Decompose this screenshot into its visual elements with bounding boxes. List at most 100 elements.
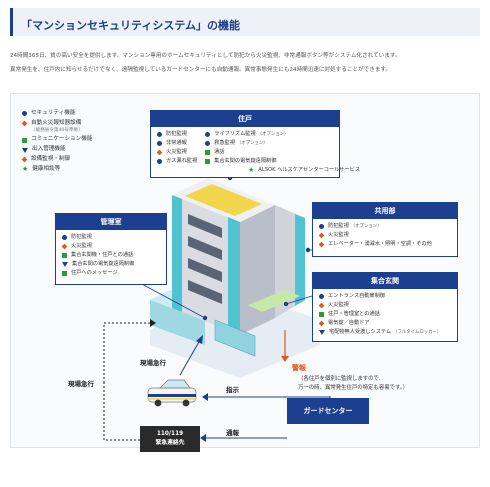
management-item: 集合玄関の電気錠遠隔制御 <box>62 260 160 269</box>
dwelling-item: 救急監視（オプション） <box>205 139 288 148</box>
back-wing-teal <box>295 214 305 306</box>
circle-marker-icon <box>157 141 162 146</box>
common-item: エレベーター・湧減水・照明・空調・その他 <box>318 240 451 249</box>
intro-line-2: 異常発生を、住戸内に知らせるだけでなく、遠隔監視しているガードセンターにも自動通… <box>10 66 392 73</box>
legend: セキュリティ機能 自動火災報知器設備 （総務省令第40号準拠） コミュニケーショ… <box>21 109 92 175</box>
diamond-marker-icon <box>318 232 325 239</box>
instruction-arrow-line <box>208 396 331 398</box>
dwelling-item: 防犯監視 <box>157 130 197 139</box>
square-marker-icon <box>205 159 211 164</box>
star-marker-icon: ★ <box>22 165 29 174</box>
alert-line-1: （各住戸を個別に監視しますので、 <box>298 376 385 382</box>
dwelling-item: ライフリズム監視（オプション） <box>205 130 288 139</box>
roof-highlight <box>185 184 262 216</box>
square-marker-icon <box>22 137 27 143</box>
common-item: 防犯監視（オプション） <box>319 222 451 231</box>
triangle-marker-icon <box>62 262 68 267</box>
square-marker-icon <box>62 271 67 276</box>
legend-item-health: ★健康相談等 <box>22 165 61 174</box>
guard-center-box: ガードセンター <box>287 398 369 424</box>
entrance-item: 電気錠／自動ドア <box>318 319 451 328</box>
management-box: 管理室 防犯監視 火災監視 集合玄関機・住戸との通話 集合玄関の電気錠遠隔制御 … <box>55 213 167 285</box>
star-marker-icon: ★ <box>248 166 255 174</box>
legend-item-access-control: 出入管理機能 <box>22 145 92 155</box>
circle-marker-icon <box>22 111 27 117</box>
tower-windows <box>188 214 222 304</box>
management-item: 住戸へのメッセージ <box>62 269 160 278</box>
instruction-label: 指示 <box>226 386 239 394</box>
diamond-marker-icon <box>318 241 325 248</box>
triangle-marker-icon <box>22 147 28 153</box>
rush-arrow-shaft <box>179 339 201 376</box>
emergency-dotted-route <box>103 383 140 441</box>
page-title: 「マンションセキュリティシステム」の機能 <box>21 19 241 32</box>
alert-description: （各住戸を個別に監視しますので、 万一の時、異常発生住戸の特定も容易です。） <box>298 375 408 393</box>
alert-arrowhead <box>281 356 289 362</box>
dwelling-item: 集合玄関の電気錠遠隔制御 <box>205 157 288 166</box>
circle-marker-icon <box>319 294 324 299</box>
dotted-route-arrowhead <box>150 319 156 327</box>
dotted-route-left <box>103 322 150 383</box>
tower-front-face <box>172 195 240 335</box>
tower-teal-column-left <box>172 195 182 312</box>
instruction-arrowhead <box>202 393 208 401</box>
entrance-area <box>248 290 300 312</box>
dwelling-item: 非常通報 <box>157 139 197 148</box>
annex-left-front <box>150 300 205 345</box>
management-item: 火災監視 <box>61 242 160 251</box>
dwelling-box: 住戸 防犯監視 非常通報 火災監視 ガス漏れ監視 ライフリズム監視（オプション）… <box>150 110 361 178</box>
legend-item-fire-alarm-note: （総務省令第40号準拠） <box>31 127 83 133</box>
onsite-rush-label-center: 現場急行 <box>140 359 166 367</box>
legend-item-communication: コミュニケーション機能 <box>22 135 92 145</box>
dwelling-title: 住戸 <box>151 111 339 127</box>
dwelling-item: 火災監視 <box>156 148 197 157</box>
common-title: 共用部 <box>313 203 457 219</box>
entrance-title: 集合玄関 <box>313 273 457 289</box>
entrance-item: 住戸・管理室との通話 <box>319 310 451 319</box>
entrance-box: 集合玄関 エントランス自動扉制御 火災監視 住戸・管理室との通話 電気錠／自動ド… <box>312 272 458 342</box>
circle-marker-icon <box>205 132 211 137</box>
square-marker-icon <box>319 312 324 317</box>
diamond-marker-icon <box>156 149 163 156</box>
alert-title: 警報 <box>292 364 306 372</box>
tower-teal-column-mid <box>228 217 240 335</box>
square-marker-icon <box>205 150 211 155</box>
dwelling-item: 通話 <box>205 148 288 157</box>
circle-marker-icon <box>62 235 67 240</box>
diamond-marker-icon <box>21 120 28 127</box>
diamond-marker-icon <box>61 243 68 250</box>
report-arrowhead <box>200 434 206 442</box>
dwelling-item-healthcare: ★ALSOK ヘルスケアセンターコールサービス <box>248 166 361 174</box>
intro-text: 24時間365日、質の高い安全を提供します。マンション専用のホームセキュリティと… <box>10 52 480 75</box>
square-marker-icon <box>62 253 67 258</box>
entrance-item: 火災監視 <box>318 301 451 310</box>
entrance-item: エントランス自動扉制御 <box>319 292 451 301</box>
entrance-glass <box>214 319 256 357</box>
management-title: 管理室 <box>56 214 166 230</box>
management-item: 防犯監視 <box>62 233 160 242</box>
onsite-rush-label-left: 現場急行 <box>68 380 94 388</box>
rush-arrowhead <box>196 335 203 344</box>
common-area-box: 共用部 防犯監視（オプション） 火災監視 エレベーター・湧減水・照明・空調・その… <box>312 202 458 257</box>
alert-line-2: 万一の時、異常発生住戸の特定も容易です。） <box>298 385 408 391</box>
tower-side-face <box>240 205 275 335</box>
common-item: 火災監視 <box>318 231 451 240</box>
circle-marker-icon <box>319 224 324 229</box>
legend-item-security: セキュリティ機能 <box>22 109 92 119</box>
circle-marker-icon <box>157 132 162 137</box>
intro-line-1: 24時間365日、質の高い安全を提供します。マンション専用のホームセキュリティと… <box>10 53 401 59</box>
circle-marker-icon <box>157 159 162 164</box>
emergency-number: 110/119 <box>156 431 184 437</box>
report-label: 通報 <box>226 429 239 437</box>
circle-marker-icon <box>205 141 211 146</box>
entrance-item: 宅配物無人受渡しシステム（フルタイムロッカー） <box>319 328 451 337</box>
emergency-label: 緊急連絡先 <box>155 440 185 446</box>
management-connector-line <box>139 282 206 319</box>
section-title-bar: 「マンションセキュリティシステム」の機能 <box>10 8 480 36</box>
dwelling-item: ガス漏れ監視 <box>157 157 197 166</box>
legend-item-equipment: 設備監視・制御 <box>21 155 92 165</box>
emergency-contact-box: 110/119 緊急連絡先 <box>140 426 200 452</box>
triangle-marker-icon <box>319 330 325 335</box>
entrance-connector-line <box>285 295 313 305</box>
